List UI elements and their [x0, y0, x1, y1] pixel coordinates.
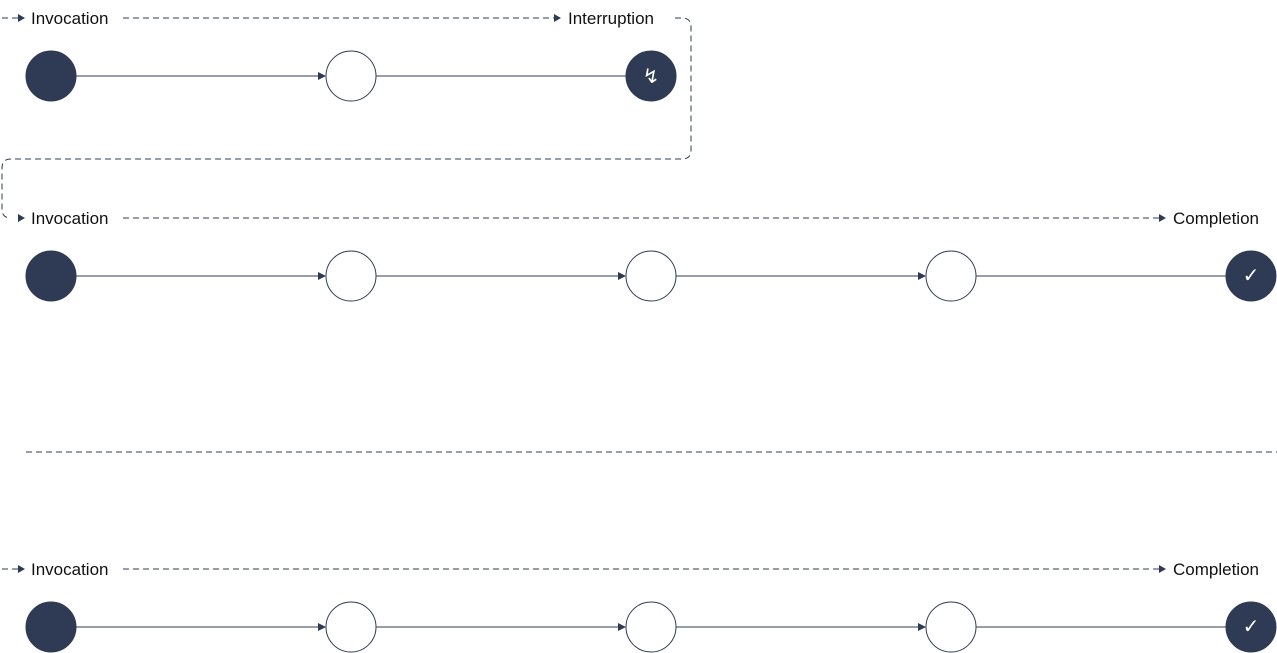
arrowhead [618, 272, 626, 280]
flow-completed: Invocation Completion ✓ [2, 560, 1277, 653]
interruption-label: Interruption [568, 9, 654, 28]
completion-label: Completion [1173, 209, 1259, 228]
checkmark-icon: ✓ [1243, 614, 1260, 638]
arrowhead [18, 565, 25, 573]
start-node [25, 50, 77, 102]
arrowhead [18, 14, 25, 22]
end-node [625, 50, 677, 102]
arrowhead [1159, 214, 1166, 222]
start-node [25, 601, 77, 653]
interruption-icon: ↯ [643, 64, 660, 88]
arrowhead [918, 623, 926, 631]
step-node [925, 601, 977, 653]
flow-retried-completed: Invocation Completion ✓ [18, 209, 1277, 302]
step-node [325, 50, 377, 102]
end-node [1225, 601, 1277, 653]
start-node [25, 250, 77, 302]
arrowhead [1159, 565, 1166, 573]
arrowhead [18, 214, 25, 222]
end-node [1225, 250, 1277, 302]
flow-interrupted: Invocation Interruption ↯ [1, 9, 692, 219]
invocation-label: Invocation [31, 209, 109, 228]
arrowhead [554, 14, 561, 22]
dashed-retry-connector [1, 17, 692, 219]
checkmark-icon: ✓ [1243, 263, 1260, 287]
arrowhead [918, 272, 926, 280]
arrowhead [318, 272, 326, 280]
arrowhead [318, 623, 326, 631]
arrowhead [618, 623, 626, 631]
arrowhead [318, 72, 326, 80]
invocation-label: Invocation [31, 560, 109, 579]
invocation-label: Invocation [31, 9, 109, 28]
step-node [325, 601, 377, 653]
step-node [625, 601, 677, 653]
step-node [625, 250, 677, 302]
completion-label: Completion [1173, 560, 1259, 579]
step-node [325, 250, 377, 302]
step-node [925, 250, 977, 302]
